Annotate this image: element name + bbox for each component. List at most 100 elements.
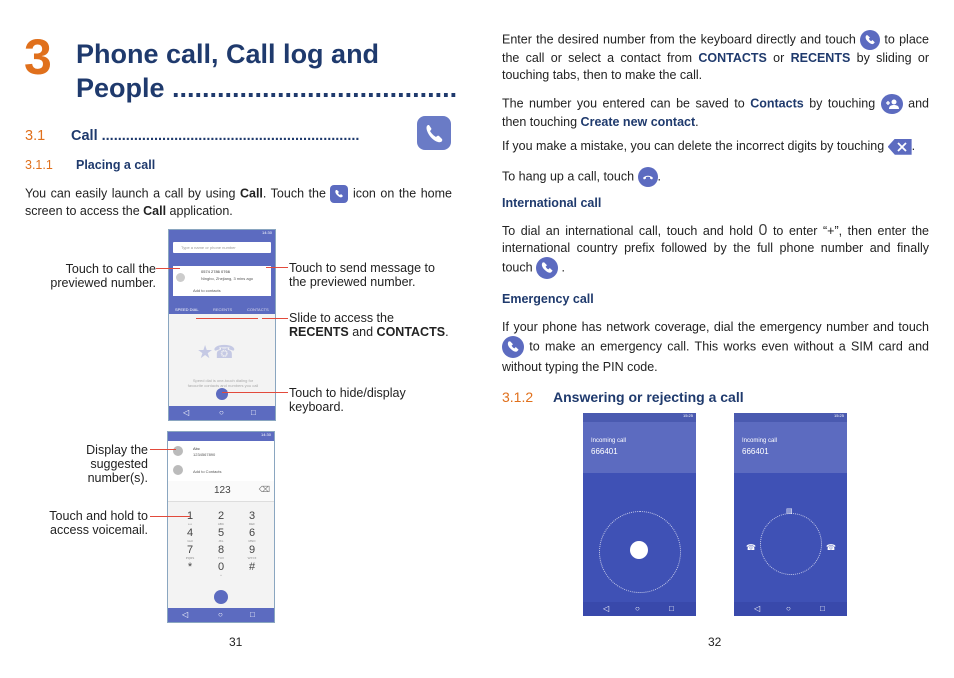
callout-slide-tabs: Slide to access the RECENTS and CONTACTS…: [289, 311, 449, 339]
subsection-number: 3.1.1: [25, 158, 53, 172]
call-icon: [330, 185, 349, 203]
heading-international-call: International call: [502, 196, 602, 210]
callout-line: [262, 318, 288, 319]
recents-icon[interactable]: □: [820, 604, 825, 613]
subsection-number: 3.1.2: [502, 389, 534, 405]
paragraph-international: To dial an international call, touch and…: [502, 222, 929, 279]
message-icon[interactable]: ▤: [786, 508, 793, 515]
paragraph-enter-number: Enter the desired number from the keyboa…: [502, 30, 929, 84]
dial-key-digit: 7: [186, 544, 194, 556]
back-icon[interactable]: ◁: [182, 610, 189, 619]
incoming-header: 15:25 Incoming call 666401: [583, 413, 696, 473]
call-button-icon: [860, 30, 881, 50]
subsection-title: Answering or rejecting a call: [553, 389, 744, 405]
answer-ring: [760, 513, 822, 575]
suggestion-list: Abc 1234567890 Add to Contacts: [168, 441, 274, 481]
tab-recents[interactable]: RECENTS: [213, 307, 233, 312]
incoming-number: 666401: [742, 447, 769, 456]
home-icon[interactable]: ○: [218, 610, 223, 619]
subsection-heading: 3.1.1 Placing a call: [25, 158, 155, 172]
decline-icon[interactable]: ☎: [746, 543, 756, 552]
dial-key[interactable]: *: [181, 561, 199, 573]
dial-key-digit: *: [187, 561, 193, 573]
callout-keyboard: Touch to hide/display keyboard.: [289, 386, 406, 414]
page-number-left: 31: [229, 635, 243, 649]
tab-speed-dial[interactable]: SPEED DIAL: [175, 307, 199, 312]
dial-key-digit: 1: [186, 510, 194, 522]
dial-key-letters: GHI: [187, 539, 193, 543]
paragraph-hang-up: To hang up a call, touch .: [502, 167, 929, 187]
answer-area: ▤ ☎ ☎: [734, 473, 847, 602]
preview-card: 0574 2786 0766 Ningbo, Zhejiang, 3 mins …: [173, 266, 271, 296]
dial-key[interactable]: #: [243, 561, 261, 573]
incoming-number: 666401: [591, 447, 618, 456]
call-app-icon: [417, 116, 451, 150]
add-contact-icon: [880, 94, 903, 114]
dial-input[interactable]: 123: [214, 485, 231, 496]
answer-area: [583, 473, 696, 602]
callout-line: [150, 516, 190, 517]
callout-voicemail: Touch and hold to access voicemail.: [49, 509, 148, 537]
callout-line: [156, 268, 180, 269]
home-icon[interactable]: ○: [635, 604, 640, 613]
section-title: Call ...................................…: [71, 128, 360, 144]
status-bar: 14:30: [169, 230, 275, 239]
dial-key-digit: 0: [217, 561, 225, 573]
callout-line: [222, 392, 288, 393]
incoming-call-screen-options: 15:25 Incoming call 666401 ▤ ☎ ☎ ◁○□: [734, 413, 847, 616]
dial-key-letters: MNO: [248, 539, 256, 543]
home-icon[interactable]: ○: [786, 604, 791, 613]
dialpad-toggle-button[interactable]: [216, 388, 228, 400]
paragraph-emergency: If your phone has network coverage, dial…: [502, 320, 929, 374]
dial-key-digit: 6: [248, 527, 256, 539]
back-icon[interactable]: ◁: [603, 604, 610, 613]
callout-message-preview: Touch to send message to the previewed n…: [289, 261, 435, 289]
backspace-icon[interactable]: ⌫: [258, 485, 270, 494]
accept-icon[interactable]: ☎: [826, 543, 836, 552]
tab-bar: SPEED DIAL RECENTS CONTACTS: [169, 304, 275, 314]
backspace-icon: [887, 138, 912, 155]
avatar: [176, 273, 185, 282]
add-contact-icon: [173, 465, 183, 475]
search-input[interactable]: Type a name or phone number: [173, 242, 271, 253]
dial-call-button[interactable]: [214, 590, 228, 604]
callout-line: [150, 449, 176, 450]
incoming-label: Incoming call: [591, 438, 627, 444]
dial-key[interactable]: 0+: [212, 561, 230, 577]
incoming-call-screen-idle: 15:25 Incoming call 666401 ◁ ○ □: [583, 413, 696, 616]
home-icon[interactable]: ○: [219, 408, 224, 417]
dial-key-letters: WXYZ: [247, 556, 257, 560]
status-bar: 14:30: [168, 432, 274, 441]
answer-handle-button[interactable]: [630, 541, 648, 559]
slide-arrow-line: [196, 318, 258, 319]
nav-bar: ◁ ○ □: [169, 406, 275, 420]
back-icon[interactable]: ◁: [754, 604, 761, 613]
dial-key-letters: TUV: [218, 556, 224, 560]
dial-key-digit: 9: [248, 544, 256, 556]
dial-key-letters: JKL: [218, 539, 224, 543]
dial-key-digit: 3: [248, 510, 256, 522]
subsection-title: Placing a call: [76, 158, 156, 172]
dial-key-letters: o o: [187, 522, 193, 526]
recents-icon[interactable]: □: [251, 408, 256, 417]
recents-icon[interactable]: □: [250, 610, 255, 619]
tab-contacts[interactable]: CONTACTS: [247, 307, 269, 312]
subsection-heading-answering: 3.1.2 Answering or rejecting a call: [502, 389, 744, 405]
recents-icon[interactable]: □: [669, 604, 674, 613]
call-button-icon: [536, 257, 559, 279]
dial-key-digit: 2: [217, 510, 225, 522]
nav-bar: ◁ ○ □: [168, 608, 274, 622]
chapter-title-line1: Phone call, Call log and: [76, 39, 380, 69]
dial-key-digit: #: [248, 561, 256, 573]
back-icon[interactable]: ◁: [183, 408, 190, 417]
